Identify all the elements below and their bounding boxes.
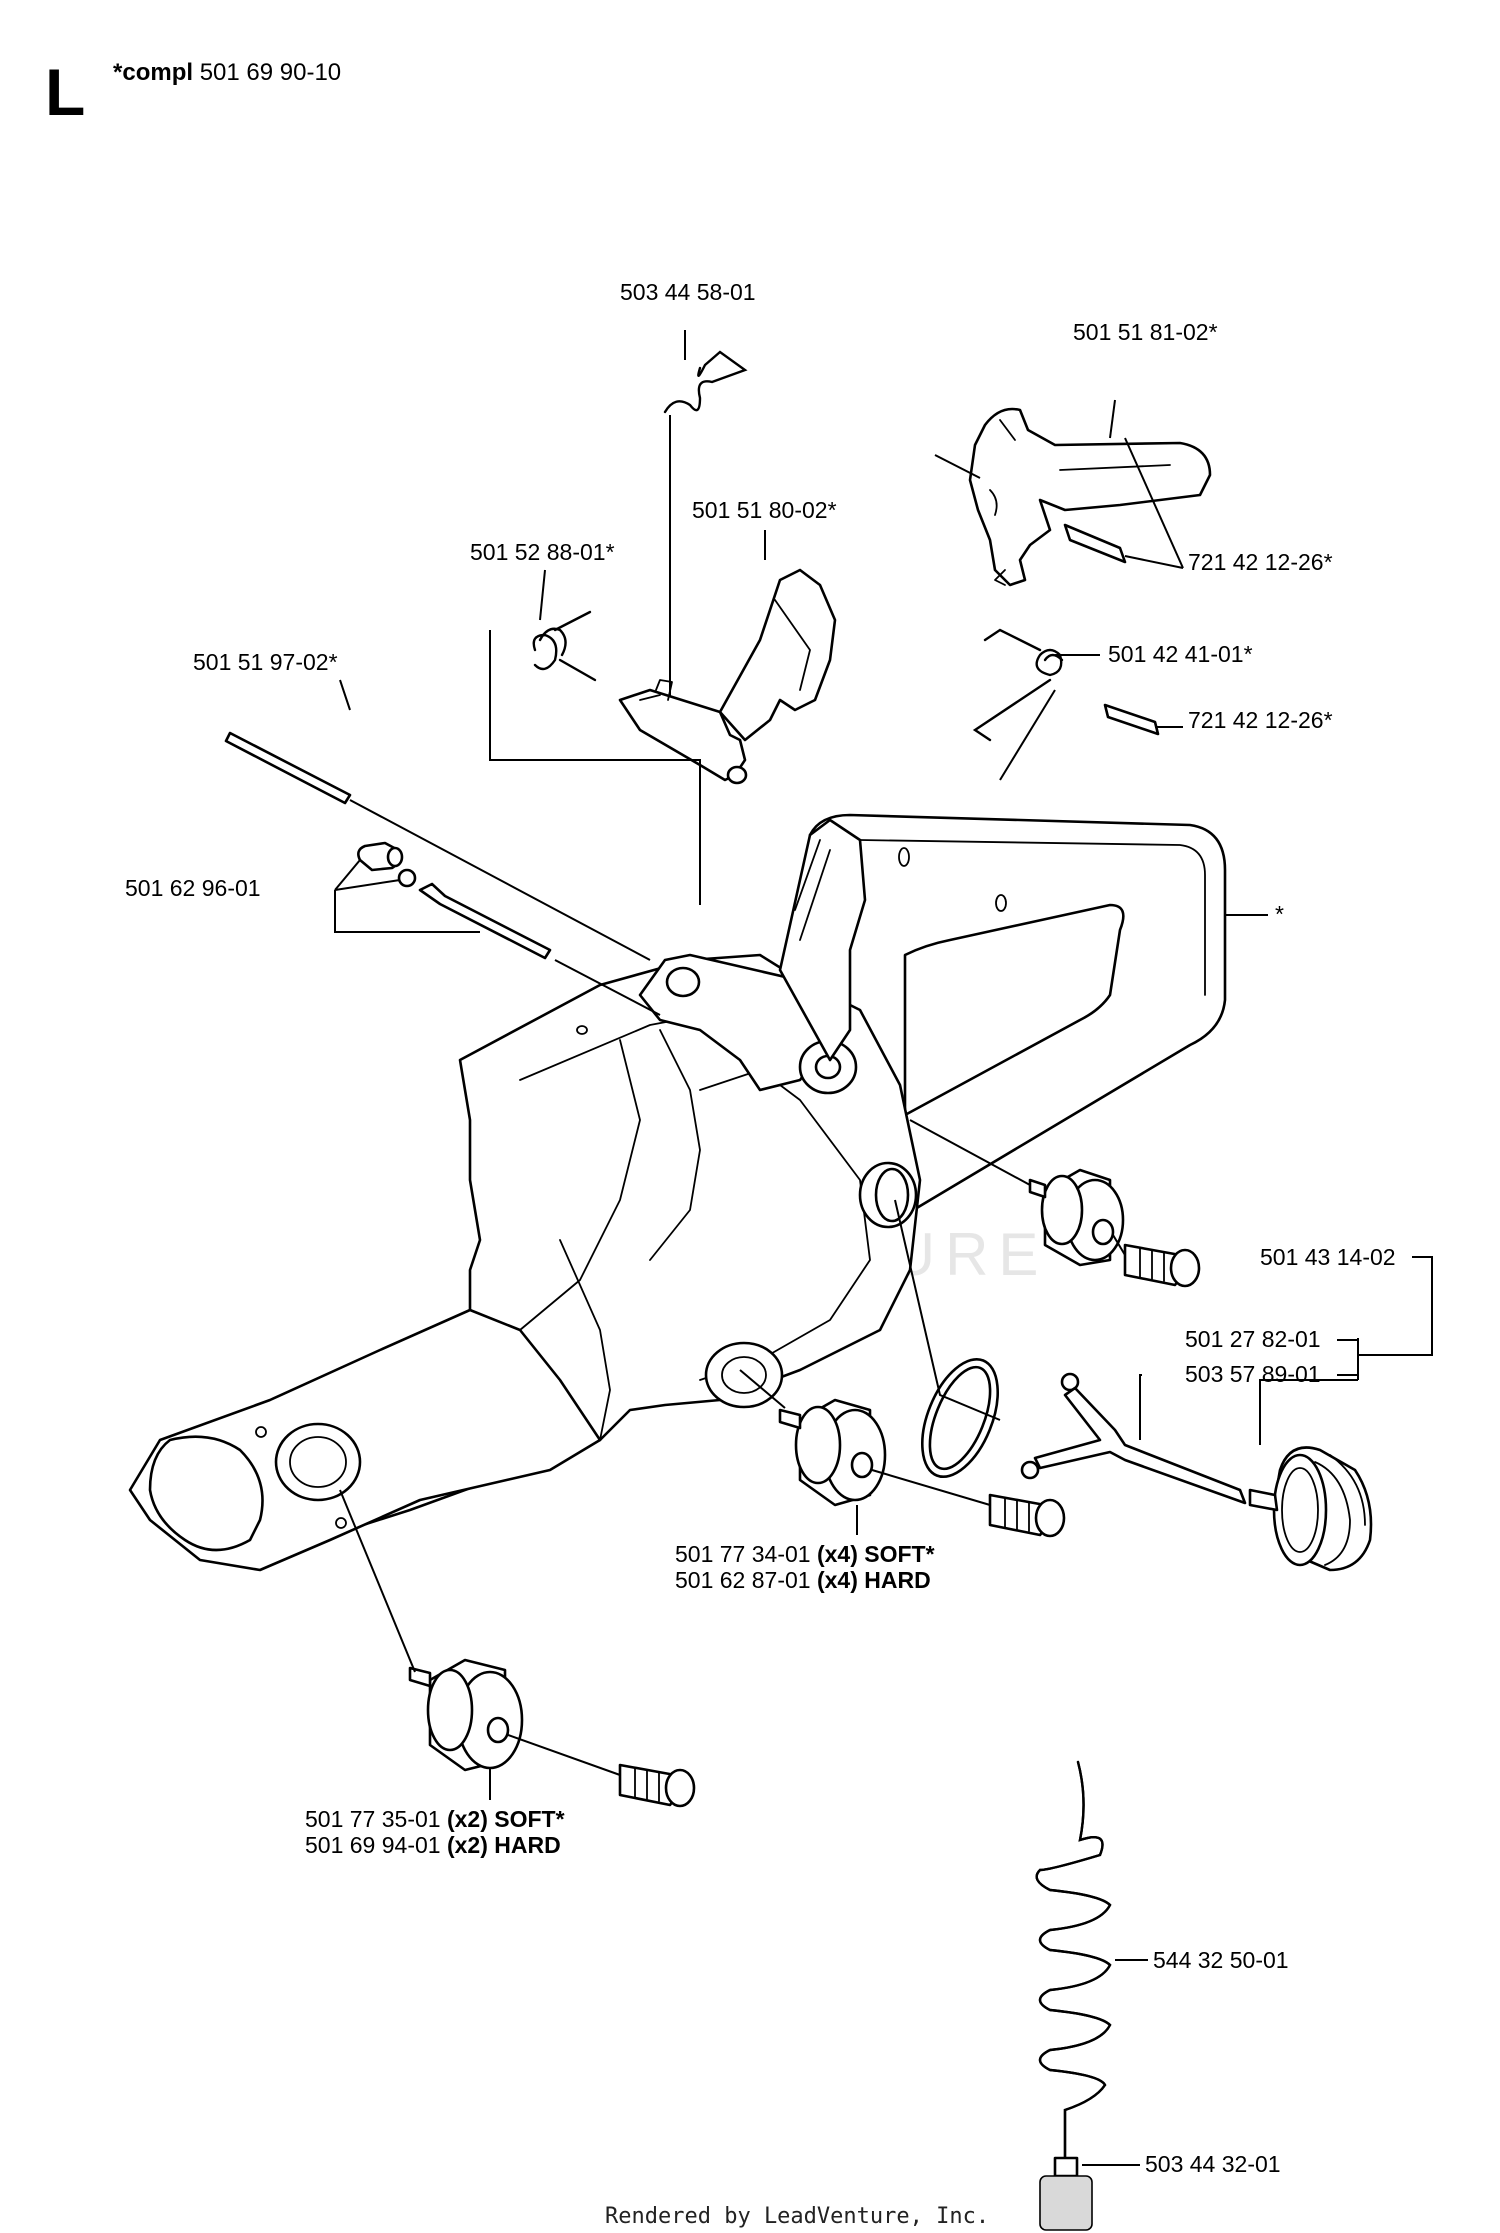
label-o-ring: 501 27 82-01 [1185,1326,1321,1352]
label-trigger-lockout: 501 51 80-02* [692,497,837,523]
section-letter: L [45,55,85,129]
o-ring [894,1199,1001,1479]
lockout-spring [489,610,701,905]
torsion-spring [972,628,1183,781]
label-rod-set: 501 62 96-01 [125,875,261,901]
fuel-hose [1035,1760,1148,2162]
label-lever-pin-lower: 721 42 12-26* [1188,707,1333,733]
label-lockout-spring: 501 52 88-01* [470,539,615,565]
label-handle-asterisk: * [1275,901,1284,927]
label-av-mid-soft: 501 77 34-01 (x4) SOFT* [675,1541,935,1567]
spring-clip [660,350,748,698]
label-lever-pin-upper: 721 42 12-26* [1188,549,1333,575]
label-av-low-hard: 501 69 94-01 (x2) HARD [305,1832,561,1858]
label-tank-cap-assembly: 501 43 14-02 [1260,1244,1396,1270]
throttle-rod [224,731,651,961]
av-mount-middle [739,1369,1066,1538]
av-mount-upper [909,1119,1201,1288]
handle-housing [128,813,1227,1572]
label-throttle-rod: 501 51 97-02* [193,649,338,675]
cap-retainer [1020,1372,1247,1505]
trigger-lockout [618,568,837,785]
label-spring-clip: 503 44 58-01 [620,279,756,305]
label-torsion-spring: 501 42 41-01* [1108,641,1253,667]
throttle-lever [934,407,1212,587]
av-mount-lower [339,1489,696,1808]
compl-label: *compl 501 69 90-10 [113,59,341,86]
label-cap-retainer: 503 57 89-01 [1185,1361,1321,1387]
footer-credit: Rendered by LeadVenture, Inc. [605,2204,989,2229]
leader-lines [339,330,1268,916]
tank-cap [1248,1446,1373,1572]
label-fuel-filter: 503 44 32-01 [1145,2151,1281,2177]
label-av-low-soft: 501 77 35-01 (x2) SOFT* [305,1806,565,1832]
rod-set [334,841,661,1016]
fuel-filter [1039,2156,1140,2231]
label-fuel-hose: 544 32 50-01 [1153,1947,1289,1973]
label-av-mid-hard: 501 62 87-01 (x4) HARD [675,1567,931,1593]
tank-cap-bracket [1139,1256,1433,1445]
label-throttle-lever: 501 51 81-02* [1073,319,1218,345]
